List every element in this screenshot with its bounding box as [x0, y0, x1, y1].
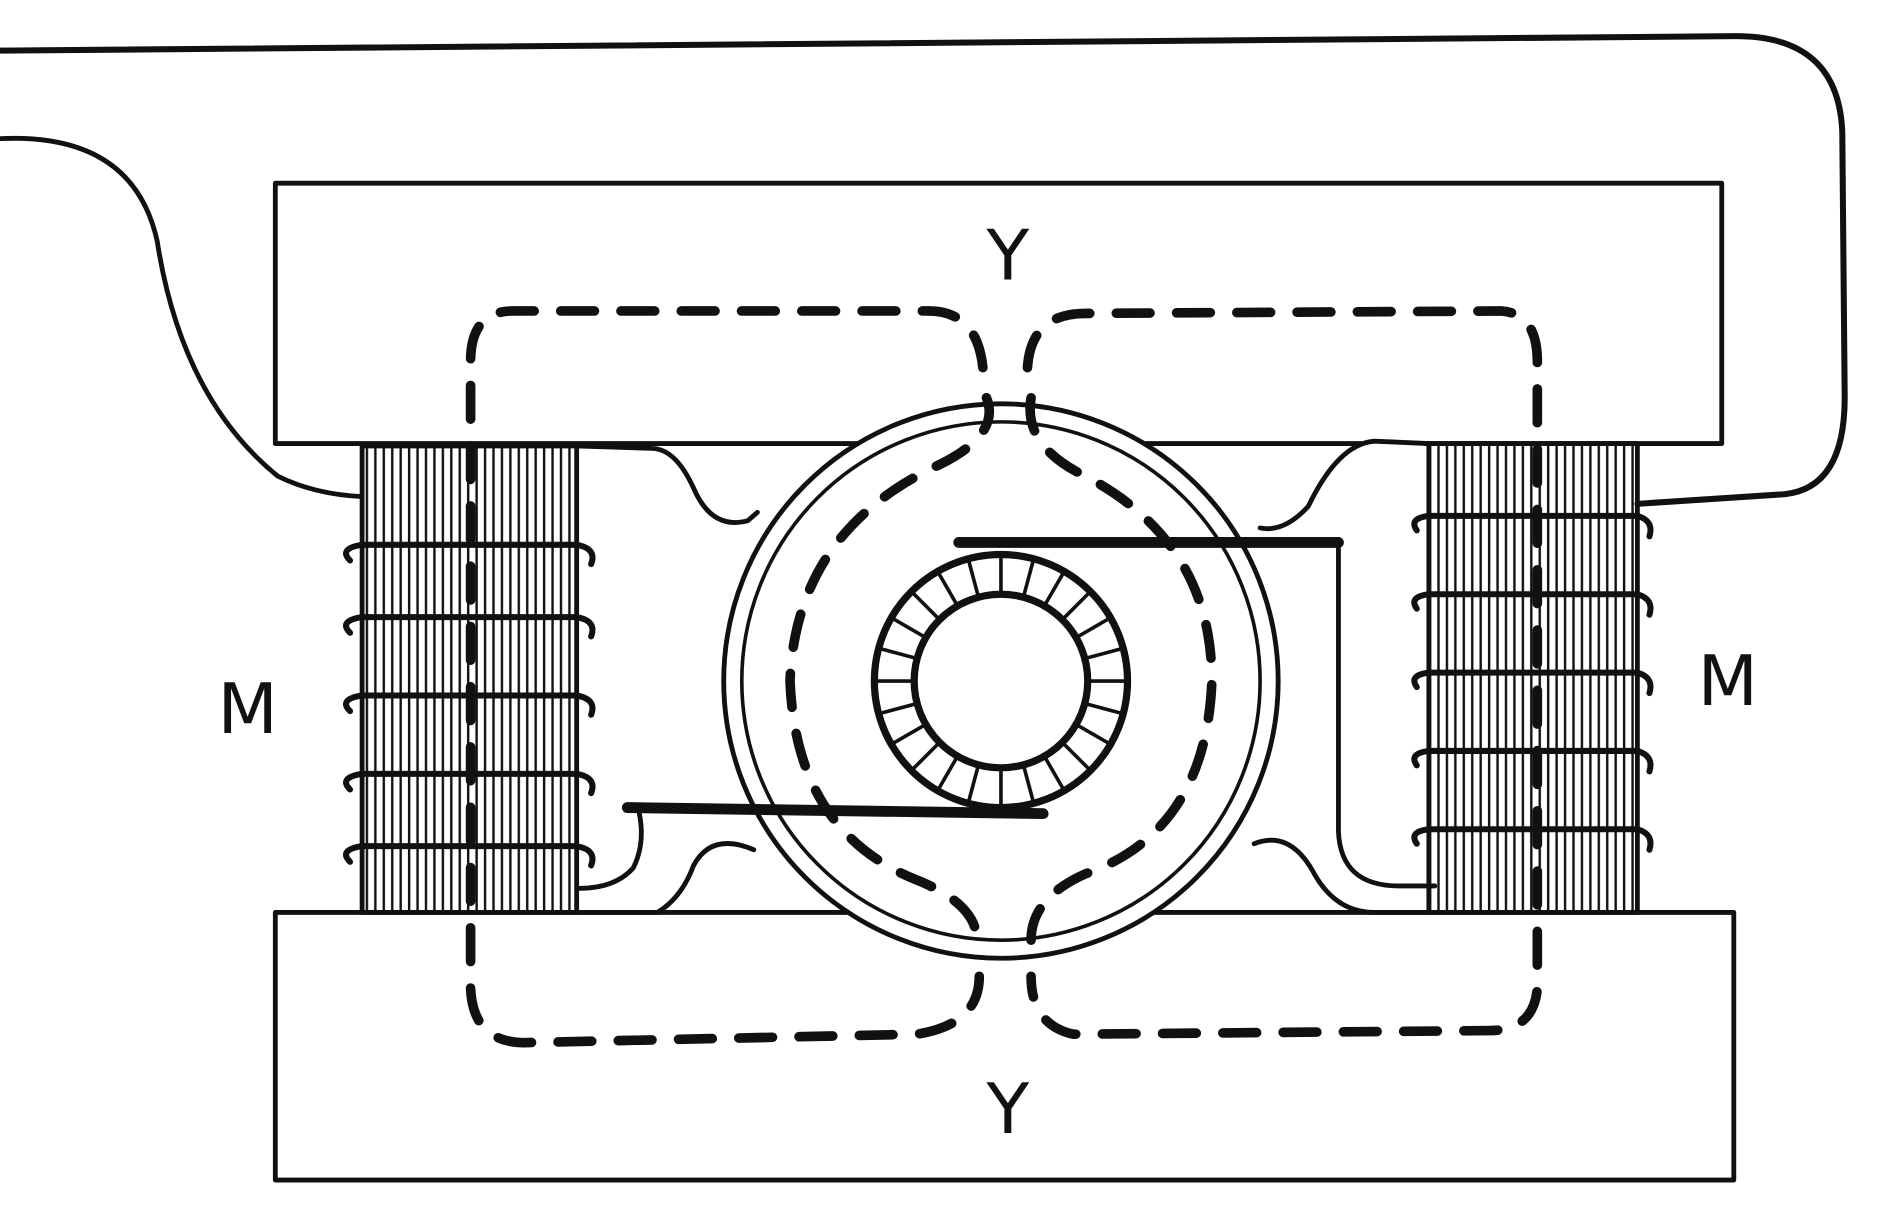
armature-segment-divider: [1074, 615, 1113, 640]
flux-loop-right: [1022, 306, 1543, 1040]
armature-segment-divider: [1042, 754, 1067, 793]
armature-segment-divider: [1021, 556, 1036, 600]
armature-segment-divider: [1060, 589, 1093, 622]
armature-segment-divider: [1074, 722, 1113, 747]
armature-segment-divider: [966, 556, 981, 600]
armature-segment-divider: [1082, 646, 1126, 661]
flux-arc-right: [1025, 392, 1217, 945]
armature-segment-divider: [966, 763, 981, 806]
armature-segment-divider: [1042, 569, 1067, 608]
armature-segment-divider: [909, 740, 942, 773]
brush-lead-bottom: [621, 802, 1049, 820]
armature-segments: [872, 552, 1130, 810]
armature-segment-divider: [1021, 763, 1036, 806]
armature-segment-divider: [889, 615, 928, 640]
flux-lines: [465, 306, 1543, 1048]
armature-segment-divider: [876, 646, 919, 661]
pole-bore-inner: [739, 420, 1262, 942]
armature-segment-divider: [909, 589, 942, 622]
armature-segment-divider: [935, 569, 960, 608]
pole-piece-top: [574, 438, 1432, 532]
flux-loop-left: [465, 306, 988, 1048]
pole-piece-bottom: [576, 837, 1432, 915]
label-magnet-left: M: [217, 669, 277, 750]
armature-segment-divider: [876, 701, 919, 716]
lead-right: [1336, 542, 1438, 889]
flux-arc-left: [785, 392, 995, 945]
external-wire-top: [0, 33, 1848, 507]
label-yoke-bottom: Y: [985, 1069, 1029, 1150]
label-yoke-top: Y: [985, 216, 1029, 297]
external-wire-left: [0, 135, 365, 500]
armature-segment-divider: [935, 754, 960, 793]
armature-segment-divider: [1082, 701, 1126, 716]
label-magnet-right: M: [1698, 641, 1758, 722]
lead-left: [576, 811, 644, 891]
armature-segment-divider: [1060, 740, 1093, 773]
pole-bore-outer: [721, 401, 1281, 961]
armature-segment-divider: [889, 722, 928, 747]
